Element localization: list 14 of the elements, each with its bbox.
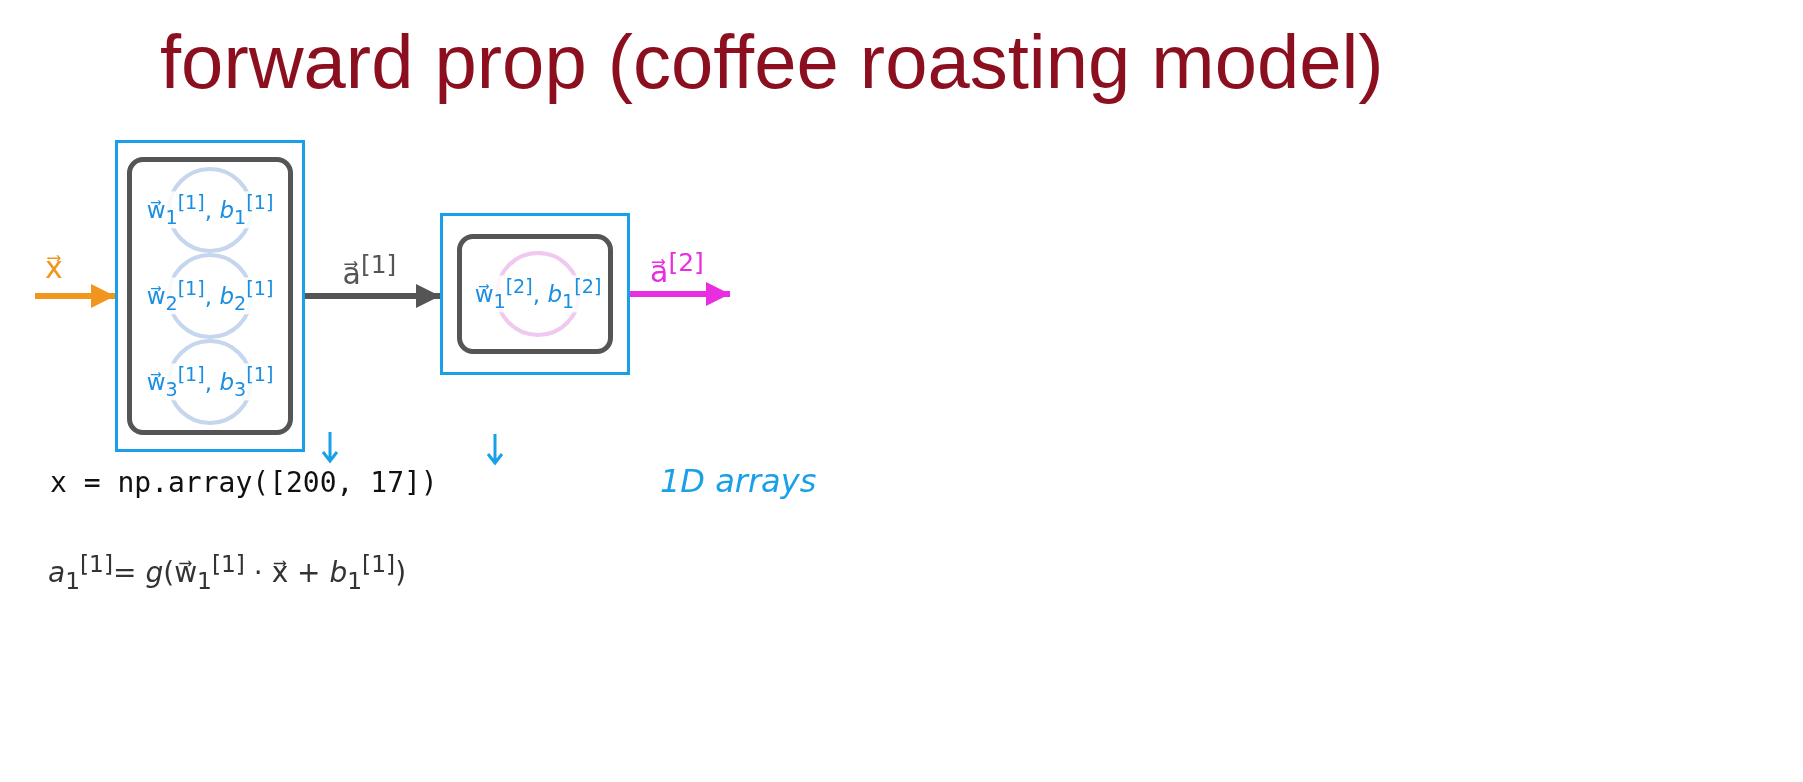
layer-outline	[127, 157, 293, 435]
arrow	[630, 282, 730, 306]
arrow	[35, 284, 115, 308]
code-line: x = np.array([200, 17])	[50, 466, 438, 499]
handwritten-note: 1D arrays	[660, 462, 817, 500]
edge-label: x⃗	[45, 250, 63, 285]
edge-label: a⃗$^{[2]}$	[650, 248, 704, 289]
slide-title: forward prop (coffee roasting model)	[160, 18, 1384, 105]
layer-box	[440, 213, 630, 375]
formula: a$_{1}$$^{[1]}$= g(w⃗$_{1}$$^{[1]}$ · x⃗ + b$_{1}$$^{[1]}$)	[48, 550, 407, 595]
layer-box	[115, 140, 305, 452]
layer-outline	[457, 234, 613, 354]
arrow	[305, 284, 440, 308]
edge-label: a⃗$^{[1]}$	[342, 250, 397, 291]
